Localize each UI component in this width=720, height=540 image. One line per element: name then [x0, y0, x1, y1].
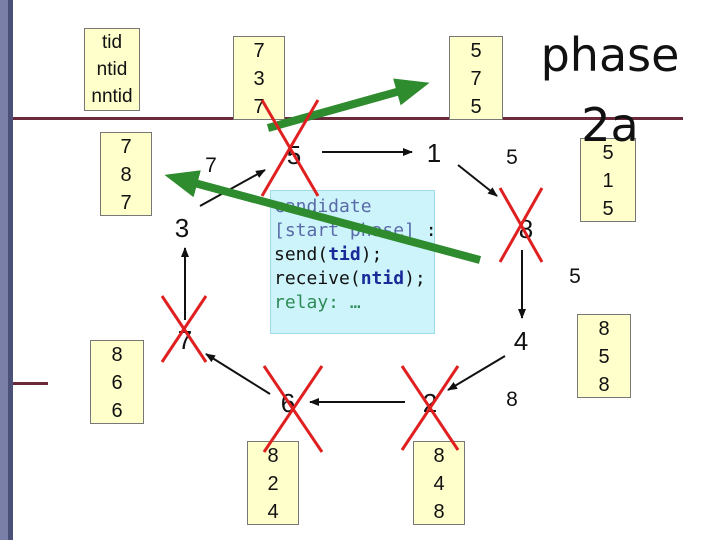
- callout-send-tid: tid: [328, 244, 361, 265]
- table-top-right: 5 7 5: [449, 36, 503, 120]
- table-right-bottom-tid: 8: [598, 318, 610, 340]
- green-arrow-up: [266, 78, 430, 132]
- cross-node-8: [498, 187, 544, 263]
- node-1: 1: [427, 138, 441, 168]
- table-left-tid: 7: [120, 136, 132, 158]
- table-left-nntid: 7: [120, 192, 132, 214]
- table-top-tid: 7: [253, 40, 265, 62]
- callout-line-send: send(tid);: [274, 243, 431, 267]
- table-top-ntid: 3: [253, 68, 265, 90]
- table-left: 7 8 7: [100, 132, 152, 216]
- table-right-ntid: 1: [602, 170, 614, 192]
- cross-node-7: [160, 295, 208, 363]
- table-right-bottom: 8 5 8: [577, 314, 631, 398]
- legend-box: tid ntid nntid: [84, 28, 140, 111]
- callout-receive-ntid: ntid: [360, 268, 405, 289]
- node-4: 4: [514, 326, 528, 356]
- table-top-right-tid: 5: [470, 40, 482, 62]
- table-bottom-right-nntid: 8: [433, 501, 445, 523]
- sidebar-accent: [0, 0, 8, 540]
- legend-tid: tid: [101, 32, 123, 53]
- table-bottom-left-nntid: 4: [267, 501, 279, 523]
- table-right-nntid: 5: [602, 198, 614, 220]
- table-top: 7 3 7: [233, 36, 285, 120]
- slide-title: phase 2a: [540, 28, 680, 152]
- message-8: 8: [506, 388, 518, 411]
- table-top-nntid: 7: [253, 96, 265, 118]
- table-left-bottom-nntid: 6: [111, 400, 123, 422]
- cross-node-5: [260, 99, 320, 197]
- cross-node-6: [262, 365, 324, 453]
- table-left-bottom: 8 6 6: [90, 340, 144, 424]
- table-right-bottom-ntid: 5: [598, 346, 610, 368]
- callout-receive-close: );: [404, 268, 426, 289]
- table-bottom-left: 8 2 4: [247, 441, 299, 525]
- message-5-right: 5: [569, 265, 581, 288]
- table-right-bottom-nntid: 8: [598, 374, 610, 396]
- table-bottom-left-tid: 8: [267, 445, 279, 467]
- callout-line-relay: relay: …: [274, 292, 361, 313]
- message-5-top: 5: [506, 146, 518, 169]
- legend-ntid: ntid: [96, 59, 128, 80]
- message-7: 7: [205, 154, 217, 177]
- table-left-bottom-ntid: 6: [111, 372, 123, 394]
- callout-colon: :: [414, 220, 437, 241]
- sidebar-accent-dark: [8, 0, 13, 540]
- table-top-right-ntid: 7: [470, 68, 482, 90]
- table-left-bottom-tid: 8: [111, 344, 123, 366]
- callout-line-receive: receive(ntid);: [274, 267, 431, 291]
- table-top-right-nntid: 5: [470, 96, 482, 118]
- green-arrow-left: [164, 170, 482, 264]
- cross-node-2: [400, 365, 460, 451]
- divider-line-lower: [13, 382, 48, 385]
- divider-line: [13, 117, 683, 120]
- node-3: 3: [175, 213, 189, 243]
- legend-nntid: nntid: [91, 86, 133, 107]
- table-right-tid: 5: [602, 142, 614, 164]
- table-right: 5 1 5: [580, 138, 636, 222]
- edge-6-to-7: [205, 353, 271, 395]
- table-left-ntid: 8: [120, 164, 132, 186]
- edge-1-to-8: [457, 164, 498, 197]
- callout-send-close: );: [360, 244, 383, 265]
- table-bottom-left-ntid: 2: [267, 473, 279, 495]
- table-bottom-right: 8 4 8: [413, 441, 465, 525]
- table-bottom-right-ntid: 4: [433, 473, 445, 495]
- table-bottom-right-tid: 8: [433, 445, 445, 467]
- callout-receive-open: receive(: [274, 268, 361, 289]
- callout-send-open: send(: [274, 244, 329, 265]
- node-2: 2: [423, 388, 437, 418]
- edge-4-to-2: [447, 355, 506, 391]
- edge-3-to-5: [199, 169, 266, 207]
